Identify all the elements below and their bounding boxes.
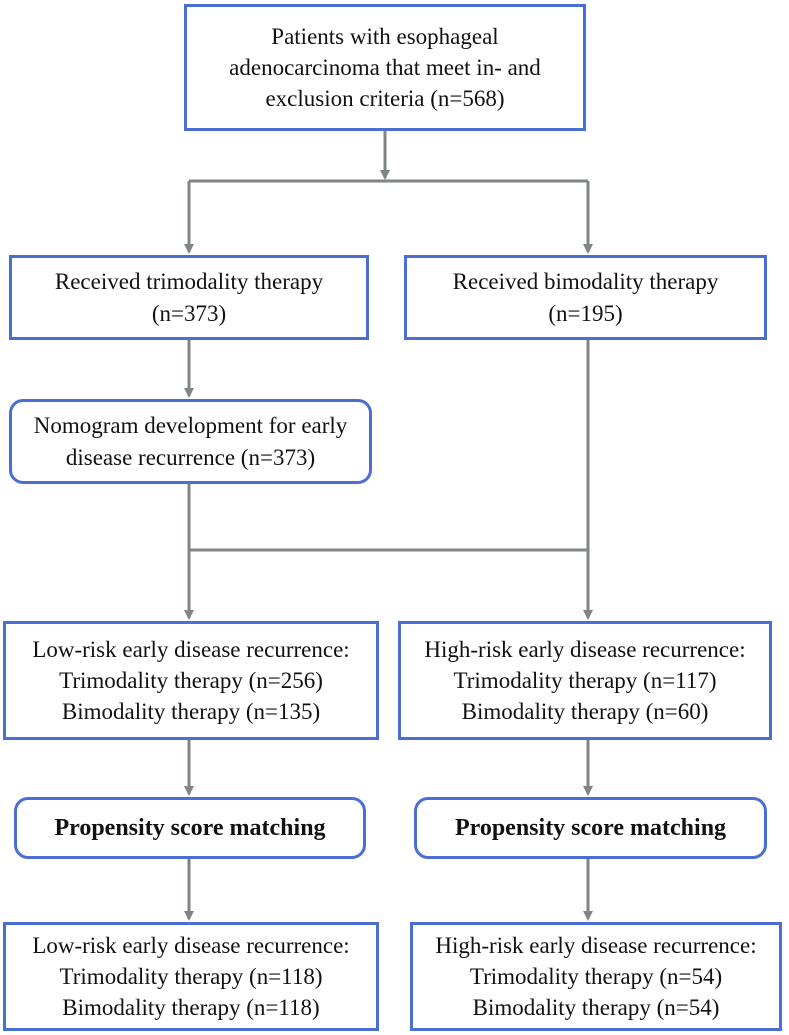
- box-low-risk: Low-risk early disease recurrence: Trimo…: [3, 621, 379, 740]
- box-bimodality-line-2: (n=195): [548, 300, 623, 326]
- box-psm-left-label: Propensity score matching: [54, 814, 326, 841]
- box-trimodality: Received trimodality therapy (n=373): [9, 255, 369, 340]
- box-inclusion-criteria: Patients with esophageal adenocarcinoma …: [184, 4, 586, 131]
- box-high-risk: High-risk early disease recurrence: Trim…: [398, 621, 772, 740]
- box-low-risk-matched-line-3: Bimodality therapy (n=118): [62, 995, 320, 1021]
- box-low-risk-line-2: Trimodality therapy (n=256): [59, 667, 323, 693]
- box-low-risk-matched: Low-risk early disease recurrence: Trimo…: [3, 922, 379, 1031]
- box-high-risk-matched-line-1: High-risk early disease recurrence:: [435, 932, 757, 958]
- box-nomogram-line-1: Nomogram development for early: [33, 413, 348, 439]
- box-psm-right: Propensity score matching: [414, 797, 767, 859]
- box-high-risk-matched: High-risk early disease recurrence: Trim…: [410, 922, 782, 1031]
- box-high-risk-matched-line-2: Trimodality therapy (n=54): [469, 963, 723, 989]
- box-inclusion-criteria-line-1: Patients with esophageal: [271, 23, 499, 49]
- box-nomogram: Nomogram development for early disease r…: [9, 399, 372, 484]
- box-low-risk-line-1: Low-risk early disease recurrence:: [32, 636, 350, 662]
- box-low-risk-line-3: Bimodality therapy (n=135): [61, 699, 321, 725]
- box-low-risk-matched-line-1: Low-risk early disease recurrence:: [32, 932, 350, 958]
- box-inclusion-criteria-line-3: exclusion criteria (n=568): [265, 86, 505, 112]
- box-trimodality-line-1: Received trimodality therapy: [54, 269, 324, 295]
- box-psm-left: Propensity score matching: [14, 797, 366, 859]
- box-low-risk-matched-line-2: Trimodality therapy (n=118): [59, 963, 323, 989]
- box-high-risk-matched-line-3: Bimodality therapy (n=54): [472, 995, 720, 1021]
- box-high-risk-line-3: Bimodality therapy (n=60): [461, 699, 709, 725]
- box-nomogram-line-2: disease recurrence (n=373): [65, 444, 316, 470]
- box-bimodality: Received bimodality therapy (n=195): [404, 255, 767, 340]
- box-bimodality-line-1: Received bimodality therapy: [452, 269, 719, 295]
- box-psm-right-label: Propensity score matching: [454, 814, 727, 841]
- box-inclusion-criteria-line-2: adenocarcinoma that meet in- and: [229, 54, 541, 80]
- box-high-risk-line-1: High-risk early disease recurrence:: [424, 636, 746, 662]
- box-trimodality-line-2: (n=373): [151, 300, 227, 326]
- box-high-risk-line-2: Trimodality therapy (n=117): [453, 667, 717, 693]
